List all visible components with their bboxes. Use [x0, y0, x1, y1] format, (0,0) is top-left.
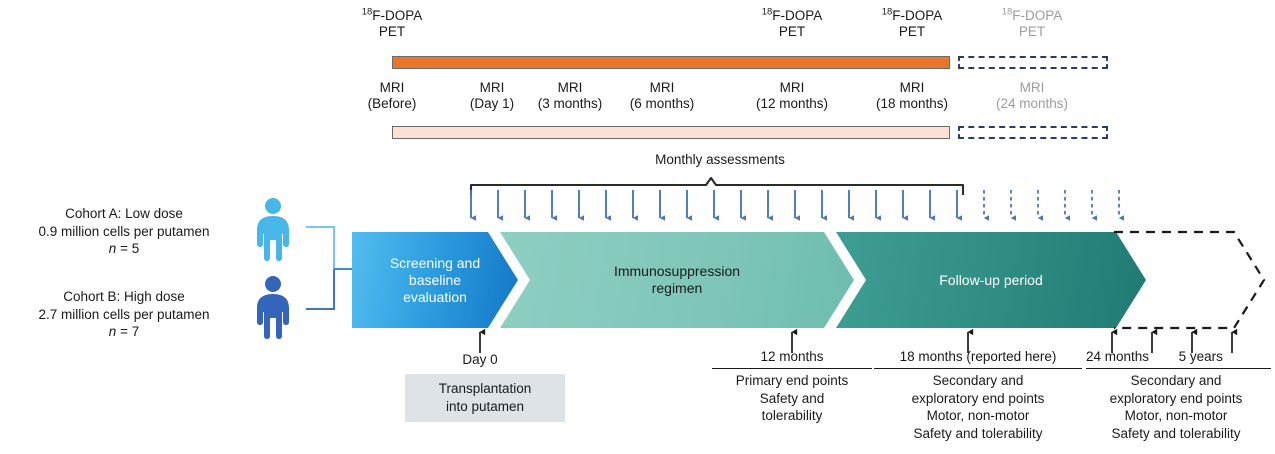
endpoint-tick-12m [791, 328, 798, 353]
pet-timeline-bar-projected [958, 56, 1108, 69]
mri-label-3m: MRI (3 months) [518, 80, 622, 111]
pet-modality: PET [778, 23, 806, 39]
pet-modality: PET [1018, 23, 1046, 39]
mri-modality: MRI [557, 80, 583, 95]
phase-extension-dashed [1114, 230, 1266, 330]
mri-time: (3 months) [537, 95, 603, 111]
endpoint-18m-rule [874, 368, 1082, 369]
pet-isotope: 18F-DOPA [361, 6, 423, 23]
pet-label-12m: 18F-DOPA PET [742, 6, 842, 39]
endpoint-12m-body: Primary end points Safety and tolerabili… [735, 373, 849, 423]
mri-timeline-bar [392, 126, 950, 139]
cohort-icons-and-connector [257, 198, 356, 339]
mri-label-day1: MRI (Day 1) [442, 80, 542, 111]
mri-label-12m: MRI (12 months) [736, 80, 848, 111]
assessments-bracket-and-arrows [469, 176, 965, 195]
cohort-a-label: Cohort A: Low dose 0.9 million cells per… [10, 205, 238, 258]
endpoint-18m-heading: 18 months (reported here) [899, 349, 1057, 364]
cohort-b-label: Cohort B: High dose 2.7 million cells pe… [10, 288, 238, 341]
endpoint-ticks-24m-5y [1111, 328, 1238, 353]
mri-time: (Before) [367, 95, 417, 111]
person-icon-cohort-a [257, 198, 289, 261]
cohort-b-n-value: = 7 [120, 324, 140, 339]
mri-modality: MRI [1019, 80, 1045, 95]
mri-time: (24 months) [995, 95, 1069, 111]
transplantation-box: Transplantation into putamen [405, 374, 565, 422]
cohort-b-n-symbol: n [108, 324, 117, 339]
cohort-a-n-value: = 5 [120, 241, 140, 256]
cohort-a-n-symbol: n [108, 241, 117, 256]
mri-label-6m: MRI (6 months) [610, 80, 714, 111]
mri-modality: MRI [779, 80, 805, 95]
mri-modality: MRI [479, 80, 505, 95]
endpoint-24m-5y-body: Secondary and exploratory end points Mot… [1109, 373, 1243, 441]
mri-timeline-bar-projected [958, 126, 1108, 139]
mri-time: (18 months) [875, 95, 949, 111]
phase-screening-label: Screening and baseline evaluation [389, 254, 481, 305]
assessment-arrow-layer [470, 190, 1124, 221]
mri-label-18m: MRI (18 months) [856, 80, 968, 111]
mri-time: (12 months) [755, 95, 829, 111]
pet-modality: PET [898, 23, 926, 39]
phase-follow-up[interactable]: Follow-up period [836, 232, 1146, 328]
pet-label-before: 18F-DOPA PET [342, 6, 442, 39]
mri-modality: MRI [899, 80, 925, 95]
mri-modality: MRI [649, 80, 675, 95]
person-icon-cohort-b [257, 276, 289, 339]
phase-immunosuppression-label: Immunosuppression regimen [613, 263, 741, 296]
phase-immunosuppression[interactable]: Immunosuppression regimen [500, 232, 854, 328]
cohort-a-title: Cohort A: Low dose [65, 206, 183, 221]
mri-time: (6 months) [629, 95, 695, 111]
phase-follow-up-label: Follow-up period [939, 271, 1043, 288]
pet-isotope: 18F-DOPA [761, 6, 823, 23]
endpoint-18m-body: Secondary and exploratory end points Mot… [911, 373, 1045, 441]
pet-timeline-bar [392, 56, 950, 69]
pet-label-24m: 18F-DOPA PET [982, 6, 1082, 39]
pet-label-18m: 18F-DOPA PET [862, 6, 962, 39]
pet-modality: PET [378, 23, 406, 39]
endpoint-12m-heading: 12 months [760, 349, 824, 364]
endpoint-12m-rule [712, 368, 872, 369]
cohort-a-dose: 0.9 million cells per putamen [38, 223, 210, 239]
pet-isotope: 18F-DOPA [1001, 6, 1063, 23]
endpoint-24m-5y-rule [1086, 368, 1271, 369]
mri-modality: MRI [379, 80, 405, 95]
endpoint-24m-heading: 24 months [1086, 349, 1150, 364]
pet-isotope: 18F-DOPA [881, 6, 943, 23]
monthly-assessments-title: Monthly assessments [655, 152, 785, 167]
endpoint-24m-5y-headings: 24 months 5 years [1086, 349, 1274, 364]
endpoint-tick-18m [967, 328, 974, 353]
phase-screening-baseline[interactable]: Screening and baseline evaluation [352, 232, 518, 328]
mri-label-before: MRI (Before) [342, 80, 442, 111]
day0-label: Day 0 [462, 352, 498, 367]
transplantation-text: Transplantation into putamen [438, 381, 532, 414]
day0-tick [479, 328, 486, 353]
cohort-b-dose: 2.7 million cells per putamen [38, 306, 210, 322]
cohort-b-title: Cohort B: High dose [63, 289, 185, 304]
mri-label-24m: MRI (24 months) [976, 80, 1088, 111]
endpoint-5y-heading: 5 years [1178, 349, 1223, 364]
mri-time: (Day 1) [469, 95, 515, 111]
